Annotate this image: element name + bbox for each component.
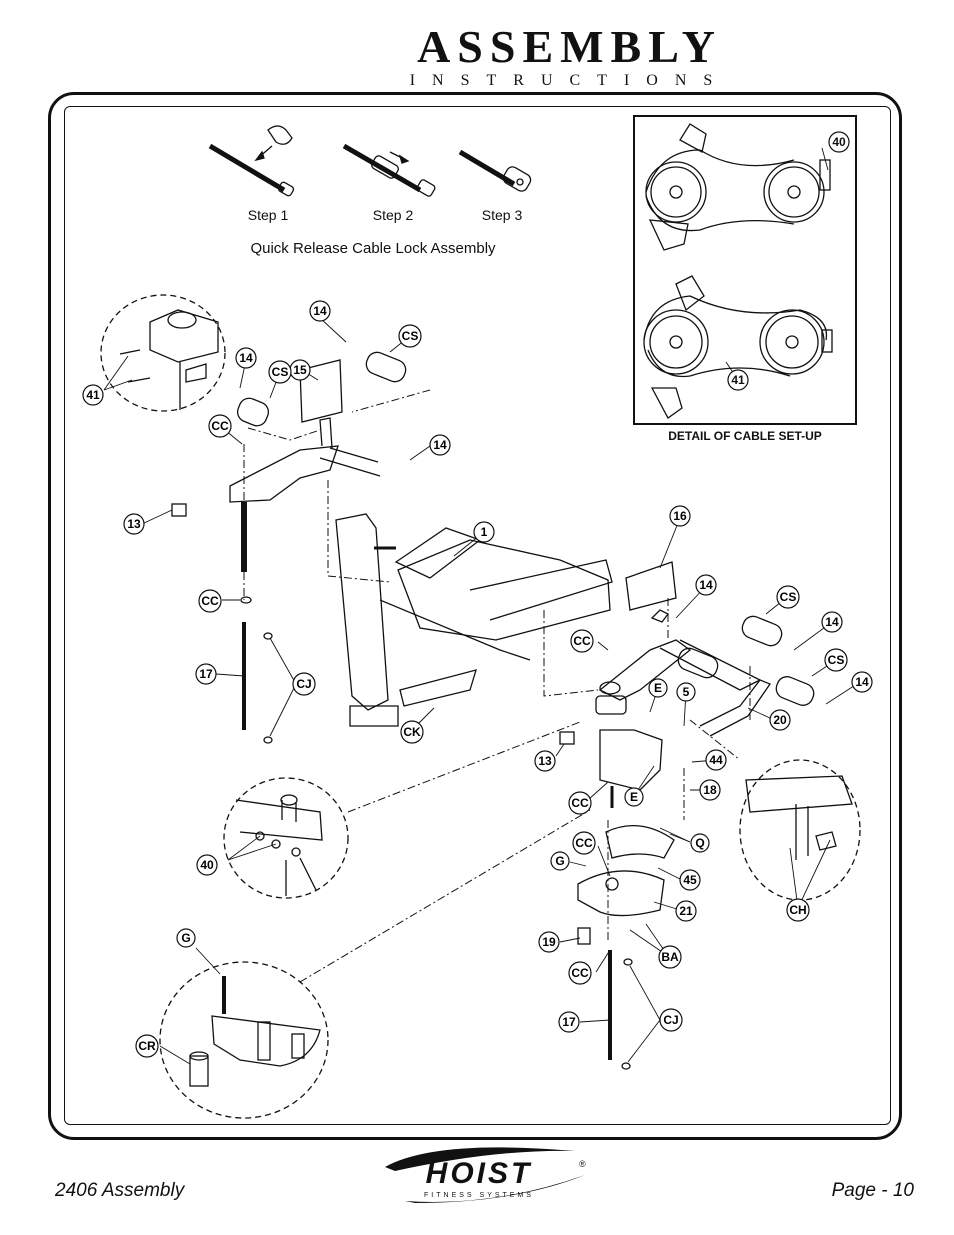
callout-CJ: CJ — [296, 677, 311, 691]
callout-16: 16 — [673, 509, 687, 523]
callout-CK: CK — [403, 725, 421, 739]
callout-Q: Q — [695, 836, 704, 850]
callout-CS: CS — [780, 590, 797, 604]
callout-CC: CC — [211, 419, 229, 433]
guide-lines-left — [243, 389, 431, 600]
callout-13: 13 — [127, 517, 141, 531]
guide-lines-right — [543, 598, 751, 940]
callout-CJ: CJ — [663, 1013, 678, 1027]
page-title: ASSEMBLY — [417, 21, 722, 72]
quick-release-text: Step 1 Step 2 Step 3 Quick Release Cable… — [248, 207, 822, 443]
footer-model: 2406 Assembly — [55, 1180, 185, 1201]
logo-tagline: FITNESS SYSTEMS — [424, 1192, 534, 1199]
detail-circle-40 — [223, 777, 349, 899]
callout-CC: CC — [201, 594, 219, 608]
callout-14: 14 — [699, 578, 713, 592]
outer-frame — [48, 92, 902, 1140]
left-arm-assembly — [171, 351, 407, 604]
detail-circle-CH — [739, 759, 861, 901]
callout-15: 15 — [293, 363, 307, 377]
step2-label: Step 2 — [373, 207, 414, 223]
cable-lock-step1-illustration — [208, 125, 295, 197]
footer-page-number: Page - 10 — [831, 1180, 914, 1201]
callout-E: E — [630, 790, 638, 804]
callout-CR: CR — [138, 1039, 156, 1053]
callout-G: G — [181, 931, 190, 945]
left-tube-17 — [242, 622, 273, 744]
callout-14: 14 — [313, 304, 327, 318]
callout-19: 19 — [542, 935, 556, 949]
callout-CC: CC — [571, 796, 589, 810]
callout-44: 44 — [709, 753, 723, 767]
logo-registered-mark: ® — [579, 1159, 586, 1169]
callout-1: 1 — [481, 525, 488, 539]
callout-CS: CS — [828, 653, 845, 667]
cable-detail-lower — [643, 275, 833, 419]
callout-21: 21 — [679, 904, 693, 918]
cable-detail-box — [633, 115, 857, 425]
callout-18: 18 — [703, 783, 717, 797]
inner-frame — [64, 106, 891, 1125]
callout-14: 14 — [855, 675, 869, 689]
pulley-bracket-detail — [119, 309, 219, 410]
part-callouts: 41 14 15 14 CS CS CC 14 13 1 CC 17 CJ CK… — [82, 300, 873, 1058]
selector-plates — [577, 825, 675, 1070]
step1-label: Step 1 — [248, 207, 289, 223]
callout-40: 40 — [200, 858, 214, 872]
logo-wordmark: HOIST — [426, 1157, 533, 1190]
page-subtitle: INSTRUCTIONS — [409, 72, 730, 89]
detail-circle-41 — [100, 294, 226, 412]
step3-label: Step 3 — [482, 207, 523, 223]
callout-14: 14 — [239, 351, 253, 365]
callout-BA: BA — [661, 950, 679, 964]
detail-box-callouts: 40 41 — [727, 131, 850, 391]
detail-label-41: 41 — [731, 373, 745, 387]
cable-lock-step3-illustration — [458, 149, 532, 192]
callout-G: G — [555, 854, 564, 868]
callout-20: 20 — [773, 713, 787, 727]
cable-guide-detail — [235, 794, 323, 896]
cable-detail-caption: DETAIL OF CABLE SET-UP — [668, 429, 822, 443]
callout-CC: CC — [575, 836, 593, 850]
page-header: ASSEMBLY INSTRUCTIONS — [0, 24, 954, 90]
callout-14: 14 — [825, 615, 839, 629]
callout-17: 17 — [199, 667, 213, 681]
callout-13: 13 — [538, 754, 552, 768]
callout-CC: CC — [573, 634, 591, 648]
callout-CC: CC — [571, 966, 589, 980]
callout-CS: CS — [402, 329, 419, 343]
callout-CS: CS — [272, 365, 289, 379]
cable-lock-step2-illustration — [342, 143, 436, 197]
detail-label-40: 40 — [832, 135, 846, 149]
callout-14: 14 — [433, 438, 447, 452]
callout-CH: CH — [789, 903, 806, 917]
quick-release-caption: Quick Release Cable Lock Assembly — [250, 240, 496, 257]
hoist-logo: HOIST ® FITNESS SYSTEMS — [385, 1147, 586, 1203]
callout-17: 17 — [562, 1015, 576, 1029]
callout-45: 45 — [683, 873, 697, 887]
bracket-spacer-detail — [189, 976, 321, 1087]
detail-circle-CR — [159, 961, 329, 1119]
callout-5: 5 — [683, 685, 690, 699]
cable-handle-detail — [689, 719, 853, 860]
main-frame — [335, 513, 613, 727]
cable-detail-upper — [645, 123, 831, 251]
callout-41: 41 — [86, 388, 100, 402]
callout-E: E — [654, 681, 662, 695]
